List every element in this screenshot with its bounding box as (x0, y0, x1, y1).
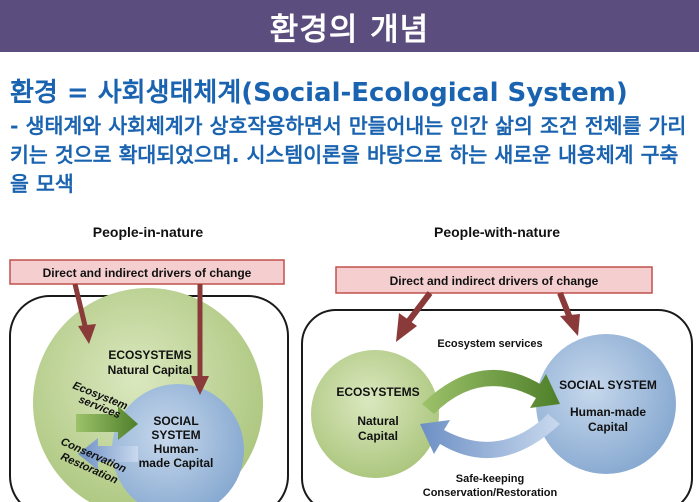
left-social-label-1: SOCIAL (153, 414, 198, 428)
right-natural-capital-label: Capital (358, 429, 398, 443)
right-social-label: SOCIAL SYSTEM (559, 378, 657, 392)
left-made-capital-label: made Capital (139, 456, 214, 470)
right-natural-label: Natural (357, 414, 398, 428)
right-capital-label: Capital (588, 420, 628, 434)
left-drivers-box (9, 259, 285, 285)
title-bar: 환경의 개념 (0, 0, 699, 52)
right-safekeeping-label: Safe-keeping (456, 473, 524, 485)
right-ecosystems-circle (311, 350, 439, 478)
left-natural-capital-label: Natural Capital (108, 363, 193, 377)
left-diagram-title: People-in-nature (93, 224, 204, 240)
slide-body: - 생태계와 사회체계가 상호작용하면서 만들어내는 인간 삶의 조건 전체를 … (10, 114, 687, 196)
left-conservation-arrow (78, 438, 138, 470)
right-driver-arrow-2 (557, 291, 580, 336)
right-drivers-box (335, 266, 653, 294)
slide-title: 환경의 개념 (269, 11, 430, 48)
right-driver-arrow-1 (396, 291, 433, 342)
left-driver-arrow-2 (191, 284, 209, 395)
left-social-circle (112, 384, 244, 502)
left-social-label-2: SYSTEM (151, 428, 200, 442)
slide-heading: 환경 = 사회생태체계(Social-Ecological System) (10, 78, 628, 108)
right-services-arrow (422, 369, 560, 414)
right-services-label: Ecosystem services (437, 338, 542, 350)
right-drivers-label: Direct and indirect drivers of change (390, 274, 599, 288)
left-driver-arrow-1 (72, 283, 96, 344)
diagram-svg: People-in-nature Direct and indirect dri… (9, 224, 693, 502)
right-conservation-label: Conservation/Restoration (423, 487, 558, 499)
right-ecosystems-label: ECOSYSTEMS (336, 385, 419, 399)
right-diagram-title: People-with-nature (434, 224, 560, 240)
diagram-area: People-in-nature Direct and indirect dri… (0, 218, 699, 502)
right-social-circle (536, 334, 676, 474)
left-drivers-label: Direct and indirect drivers of change (43, 266, 252, 280)
right-safekeeping-arrow (420, 414, 560, 459)
left-ecosystems-label: ECOSYSTEMS (108, 348, 191, 362)
left-human-label: Human- (154, 442, 199, 456)
left-services-arrow (76, 406, 138, 440)
right-human-made-label: Human-made (570, 405, 646, 419)
